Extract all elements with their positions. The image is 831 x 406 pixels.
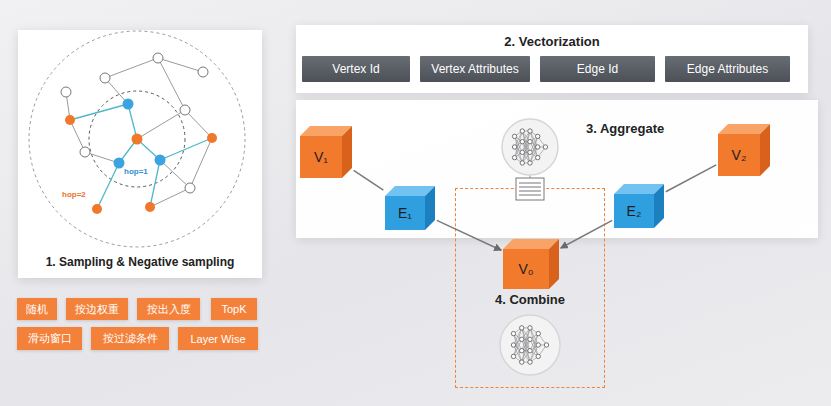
connector (437, 220, 501, 250)
cube-label: E₁ (398, 205, 412, 221)
connector (666, 165, 716, 192)
box-label: Edge Id (577, 62, 618, 76)
vector-cube: E₂ (614, 184, 664, 228)
panel-title: 4. Combine (495, 292, 565, 307)
vector-cube: E₁ (385, 186, 435, 230)
combine-box: 4. Combine V₀ (455, 188, 605, 388)
box-label: TopK (221, 303, 246, 315)
feature-box: Edge Attributes (665, 56, 790, 82)
sampling-tag: 随机 (17, 298, 57, 320)
sampling-tag: Layer Wise (178, 327, 258, 350)
box-label: Vertex Attributes (431, 62, 518, 76)
panel-title: 2. Vectorization (504, 34, 599, 49)
box-label: Edge Attributes (687, 62, 768, 76)
feature-box: Vertex Id (302, 56, 410, 82)
cube-label: E₂ (627, 203, 642, 219)
vector-cube: V₁ (300, 126, 352, 178)
sampling-tag: 滑动窗口 (17, 327, 82, 350)
panel-title: 1. Sampling & Negative sampling (46, 255, 235, 269)
sampling-tag: 按边权重 (66, 298, 128, 320)
sampling-tag: 按过滤条件 (91, 327, 169, 350)
sampling-tag: 按出入度 (137, 298, 200, 320)
box-label: 按过滤条件 (103, 331, 158, 346)
vector-cube: V₂ (718, 124, 770, 176)
box-label: 随机 (26, 302, 48, 317)
hop-label: hop=1 (124, 167, 148, 176)
connector (561, 220, 612, 248)
vector-cube: V₀ (503, 239, 559, 289)
feature-box: Edge Id (540, 56, 655, 82)
box-label: 按出入度 (147, 302, 191, 317)
cube-label: V₂ (732, 147, 747, 163)
cube-label: V₁ (314, 149, 328, 165)
list-icon (516, 175, 544, 200)
connector (354, 170, 384, 190)
cube-label: V₀ (518, 261, 533, 277)
feature-box: Vertex Attributes (420, 56, 530, 82)
box-label: 滑动窗口 (28, 331, 72, 346)
hop-label: hop=2 (62, 190, 86, 199)
vectorization-panel: 2. VectorizationVertex Id Vertex Attribut… (296, 25, 808, 93)
sampling-tag: TopK (211, 298, 257, 320)
box-label: Layer Wise (190, 333, 245, 345)
sampling-graph (29, 31, 245, 247)
neural-net-icon (500, 119, 560, 375)
sampling-card: 1. Sampling & Negative sampling (18, 30, 262, 278)
panel-title: 3. Aggregate (586, 121, 664, 136)
box-label: 按边权重 (75, 302, 119, 317)
box-label: Vertex Id (332, 62, 379, 76)
aggregate-panel: 3. AggregateV₁ E₁ V₂ E₂ (296, 100, 818, 238)
